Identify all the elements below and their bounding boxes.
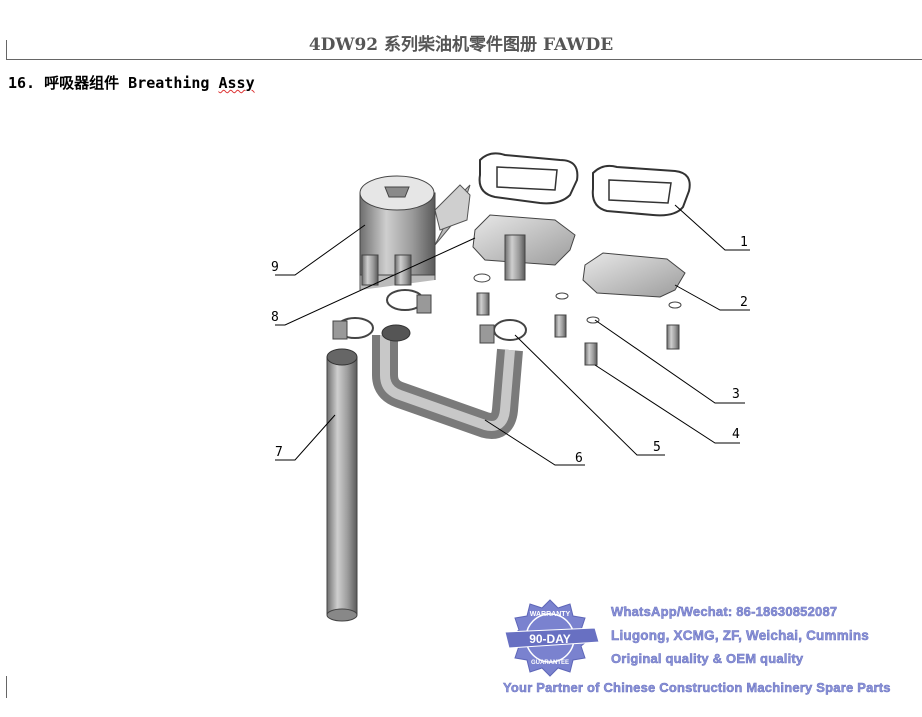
leader-lines [275,204,750,466]
margin-mark [6,40,7,59]
part-6-bent-tube [372,324,523,439]
warranty-badge: WARRANTY 90-DAY GUARANTEE [504,599,600,677]
part-7-straight-tube [326,348,358,622]
watermark-tagline: Your Partner of Chinese Construction Mac… [503,680,891,696]
section-title-cn: 呼吸器组件 [44,74,120,92]
callout-4: 4 [732,427,740,442]
callout-3: 3 [732,387,740,402]
section-title-en-a: Breathing [128,74,210,92]
badge-main-text: 90-DAY [529,632,571,646]
callout-5: 5 [653,440,661,455]
exploded-view-drawing: 1 2 3 4 5 6 7 8 9 [205,125,922,680]
part-1-gaskets [478,152,691,217]
page-header: 4DW92 系列柴油机零件图册 FAWDE [308,35,614,55]
bolts-and-washers [473,273,682,366]
part-2-plate [582,252,686,298]
callout-labels: 1 2 3 4 5 6 7 8 9 [271,235,748,466]
callout-7: 7 [275,445,283,460]
callout-8: 8 [271,310,279,325]
watermark-quality: Original quality & OEM quality [611,651,804,667]
callout-1: 1 [740,235,748,250]
watermark-contact: WhatsApp/Wechat: 86-18630852087 [611,604,838,620]
section-title: 16. 呼吸器组件 Breathing Assy [8,72,255,93]
badge-bottom-text: GUARANTEE [531,660,569,666]
callout-9: 9 [271,260,279,275]
section-title-en-b: Assy [218,74,255,92]
margin-mark-bottom [6,676,7,698]
callout-6: 6 [575,451,583,466]
section-number: 16. [8,74,36,92]
part-8-cover [472,214,576,281]
part-9-breather [359,175,471,290]
hose-clamps [332,289,527,344]
callout-2: 2 [740,295,748,310]
header-rule [6,59,922,60]
badge-top-text: WARRANTY [530,611,571,618]
watermark-brands: Liugong, XCMG, ZF, Weichai, Cummins [611,628,870,644]
